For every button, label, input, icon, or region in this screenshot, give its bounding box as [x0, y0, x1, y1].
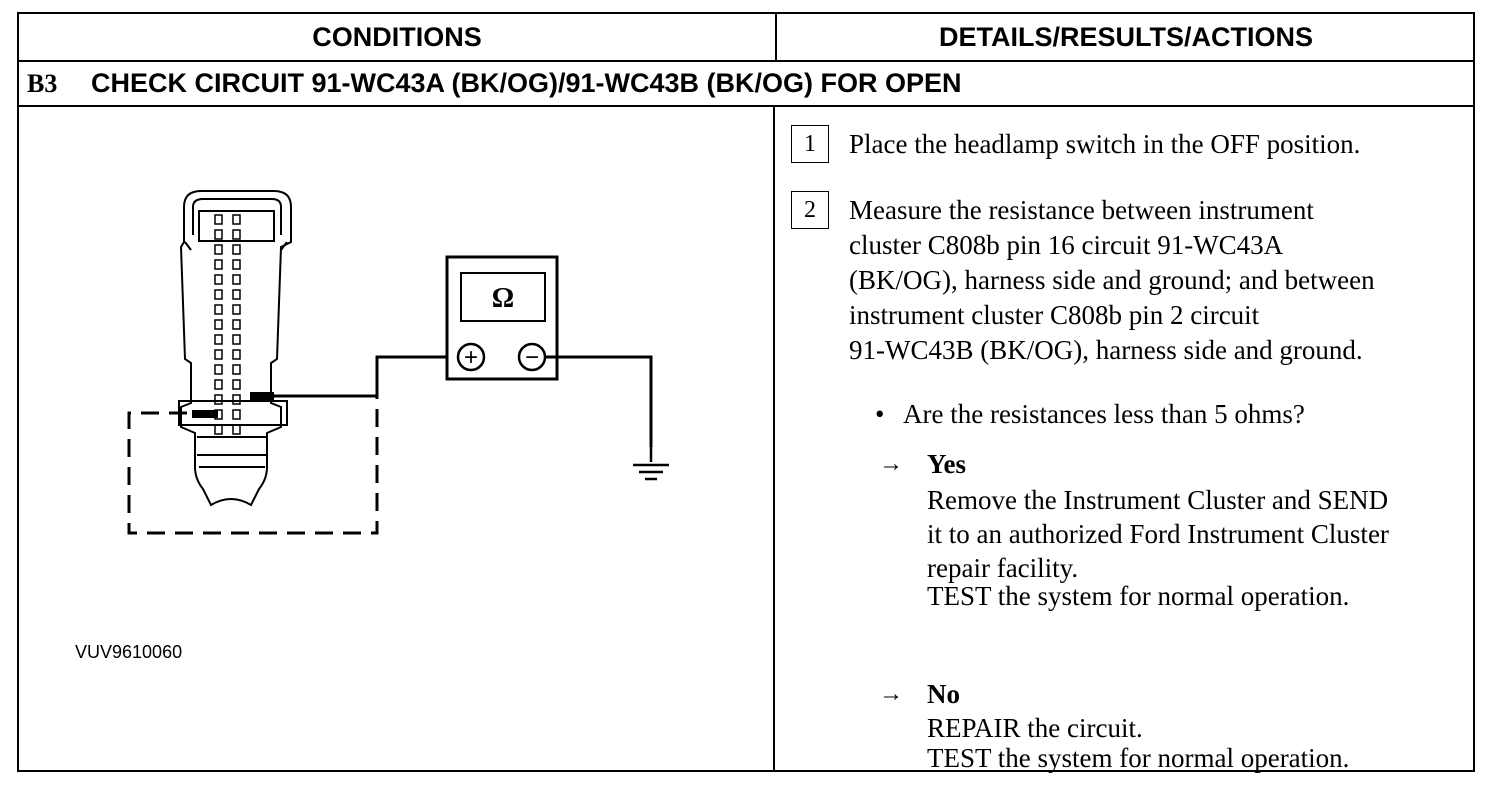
connector-pins [214, 214, 241, 435]
arrow-right-icon: → [879, 681, 903, 707]
details-results-actions-header: DETAILS/RESULTS/ACTIONS [938, 21, 1313, 52]
action-line: 91-WC43B (BK/OG), harness side and groun… [849, 335, 1363, 365]
bullet-icon: • [875, 399, 885, 429]
minus-terminal-symbol: − [525, 344, 539, 371]
ohmmeter-icon: Ω + − [445, 255, 559, 381]
yes-text: Remove the Instrument Cluster and SEND i… [927, 483, 1389, 613]
action-text: Place the headlamp switch in the OFF pos… [849, 127, 1360, 162]
action-line: Place the headlamp switch in the OFF pos… [849, 129, 1361, 159]
negative-lead [545, 355, 653, 447]
wiring-diagram: Ω + − [127, 190, 669, 535]
step-title: CHECK CIRCUIT 91-WC43A (BK/OG)/91-WC43B … [91, 68, 962, 98]
title-divider [19, 105, 1473, 107]
action-line: Measure the resistance between instrumen… [849, 195, 1314, 225]
column-divider [775, 14, 777, 60]
step-id: B3 [27, 68, 58, 98]
figure-id: VUV9610060 [75, 642, 183, 662]
test-step-table: CONDITIONS DETAILS/RESULTS/ACTIONS B3 CH… [17, 12, 1475, 773]
ground-loop-dashed [127, 396, 379, 535]
yes-label: Yes [927, 449, 966, 479]
test-probes [192, 392, 377, 418]
yes-line: Remove the Instrument Cluster and SEND [927, 485, 1389, 515]
header-divider [19, 60, 1473, 62]
action-number: 1 [791, 125, 829, 163]
yes-line: TEST the system for normal operation. [927, 581, 1350, 611]
ground-icon [633, 442, 669, 481]
no-text: REPAIR the circuit. TEST the system for … [927, 713, 1349, 773]
action-line: cluster C808b pin 16 circuit 91-WC43A [849, 230, 1284, 260]
no-label: No [927, 679, 960, 709]
action-line: (BK/OG), harness side and ground; and be… [849, 265, 1375, 295]
arrow-right-icon: → [879, 451, 903, 477]
positive-lead [375, 355, 457, 396]
details-column: 1 Place the headlamp switch in the OFF p… [775, 107, 1475, 773]
action-number: 2 [791, 191, 829, 229]
question-text: Are the resistances less than 5 ohms? [903, 399, 1305, 429]
step-title-row: B3 CHECK CIRCUIT 91-WC43A (BK/OG)/91-WC4… [19, 62, 1473, 105]
yes-line: repair facility. [927, 553, 1079, 583]
no-line: REPAIR the circuit. [927, 713, 1143, 743]
yes-line: it to an authorized Ford Instrument Clus… [927, 519, 1389, 549]
plus-terminal-symbol: + [464, 344, 478, 371]
no-line: TEST the system for normal operation. [927, 743, 1350, 773]
connector-icon [178, 190, 292, 507]
column-divider [773, 107, 775, 772]
action-line: instrument cluster C808b pin 2 circuit [849, 300, 1260, 330]
ohm-symbol: Ω [492, 283, 514, 314]
conditions-diagram: Ω + − VUV9610060 [19, 107, 773, 772]
action-text: Measure the resistance between instrumen… [849, 193, 1375, 368]
conditions-header: CONDITIONS [312, 21, 482, 52]
